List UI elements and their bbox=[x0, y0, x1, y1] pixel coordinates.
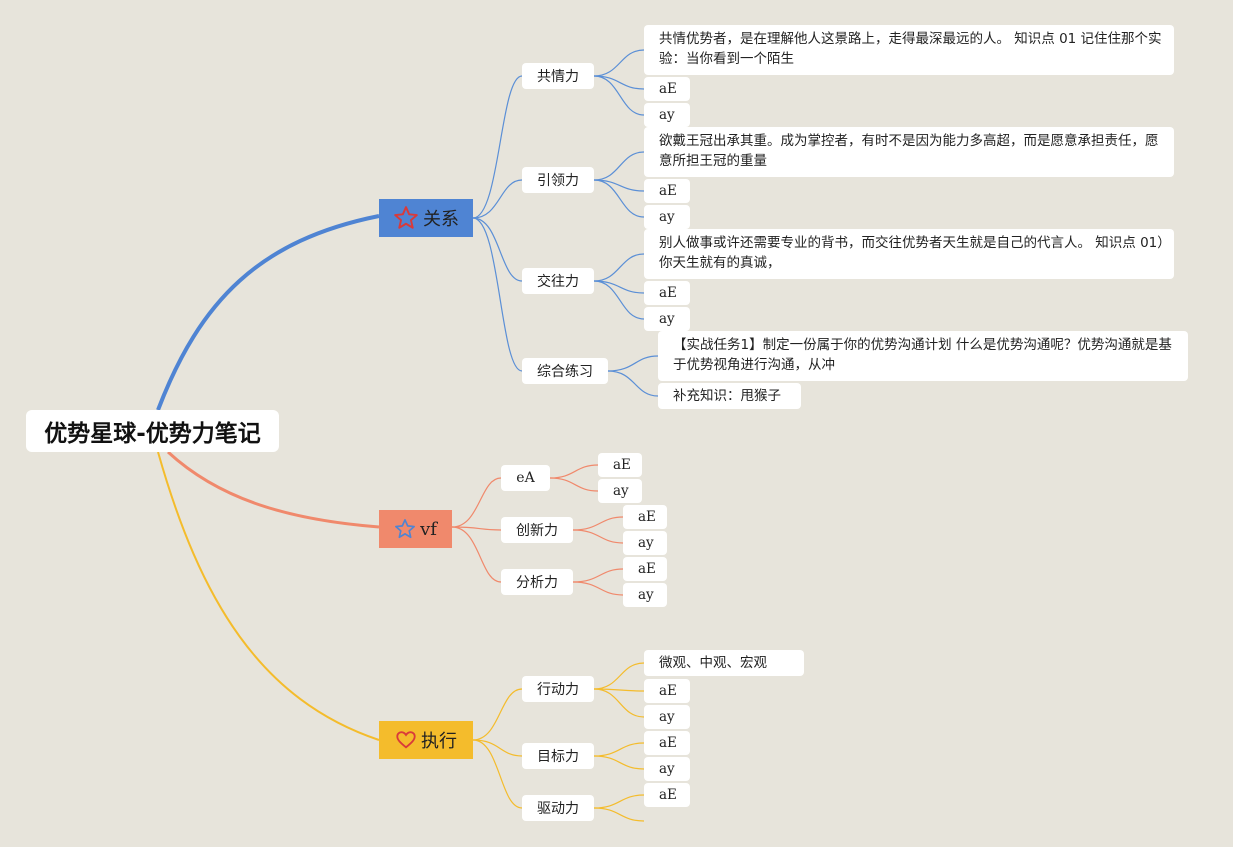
sub-topic-practice[interactable]: 综合练习 bbox=[522, 358, 608, 384]
leaf-item[interactable]: aE bbox=[644, 731, 690, 755]
sub-topic-social[interactable]: 交往力 bbox=[522, 268, 594, 294]
branch-vf[interactable]: vf bbox=[379, 510, 452, 548]
leaf-item[interactable]: aE bbox=[644, 179, 690, 203]
leaf-note[interactable]: 补充知识：甩猴子 bbox=[658, 383, 801, 409]
leaf-item[interactable]: ay bbox=[623, 531, 667, 555]
sub-topic-action[interactable]: 行动力 bbox=[522, 676, 594, 702]
sub-topic-leadership[interactable]: 引领力 bbox=[522, 167, 594, 193]
heart-outline-icon bbox=[396, 731, 416, 749]
leaf-note[interactable]: 欲戴王冠出承其重。成为掌控者，有时不是因为能力多高超，而是愿意承担责任，愿意所担… bbox=[644, 127, 1174, 177]
leaf-item[interactable]: ay bbox=[644, 307, 690, 331]
leaf-item[interactable]: aE bbox=[598, 453, 642, 477]
leaf-item[interactable]: aE bbox=[644, 679, 690, 703]
leaf-item[interactable]: aE bbox=[644, 281, 690, 305]
leaf-note[interactable]: 微观、中观、宏观 bbox=[644, 650, 804, 676]
leaf-note[interactable]: 共情优势者，是在理解他人这景路上，走得最深最远的人。 知识点 01 记住住那个实… bbox=[644, 25, 1174, 75]
leaf-note[interactable]: 【实战任务1】制定一份属于你的优势沟通计划 什么是优势沟通呢？优势沟通就是基于优… bbox=[658, 331, 1188, 381]
leaf-item[interactable]: aE bbox=[623, 505, 667, 529]
branch-label: 执行 bbox=[421, 731, 457, 752]
leaf-note[interactable]: 别人做事或许还需要专业的背书，而交往优势者天生就是自己的代言人。 知识点 01）… bbox=[644, 229, 1174, 279]
branch-label: 关系 bbox=[423, 209, 459, 230]
leaf-item[interactable]: aE bbox=[623, 557, 667, 581]
star-outline-icon bbox=[395, 519, 416, 539]
leaf-item[interactable]: ay bbox=[644, 103, 690, 127]
star-outline-icon bbox=[394, 206, 418, 229]
leaf-item[interactable]: aE bbox=[644, 783, 690, 807]
sub-topic-analysis[interactable]: 分析力 bbox=[501, 569, 573, 595]
leaf-item[interactable]: aE bbox=[644, 77, 690, 101]
leaf-item[interactable]: ay bbox=[644, 757, 690, 781]
leaf-item[interactable]: ay bbox=[644, 205, 690, 229]
leaf-item[interactable]: ay bbox=[623, 583, 667, 607]
sub-topic-goal[interactable]: 目标力 bbox=[522, 743, 594, 769]
sub-topic-ea[interactable]: eA bbox=[501, 465, 550, 491]
root-topic[interactable]: 优势星球-优势力笔记 bbox=[26, 410, 279, 452]
branch-execution[interactable]: 执行 bbox=[379, 721, 473, 759]
sub-topic-drive[interactable]: 驱动力 bbox=[522, 795, 594, 821]
sub-topic-empathy[interactable]: 共情力 bbox=[522, 63, 594, 89]
sub-topic-innovation[interactable]: 创新力 bbox=[501, 517, 573, 543]
leaf-item[interactable]: ay bbox=[644, 705, 690, 729]
leaf-item[interactable]: ay bbox=[598, 479, 642, 503]
branch-relationship[interactable]: 关系 bbox=[379, 199, 473, 237]
branch-label: vf bbox=[420, 518, 437, 540]
